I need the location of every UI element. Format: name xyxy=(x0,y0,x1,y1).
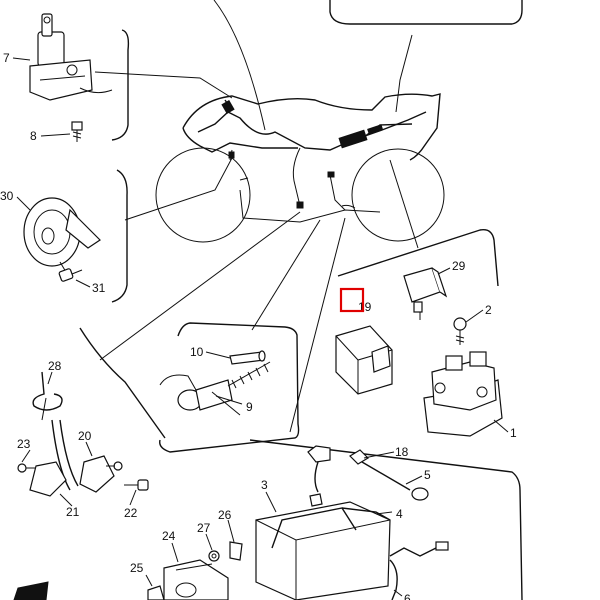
callout-3: 3 xyxy=(261,478,268,492)
ignition-switch xyxy=(29,13,113,101)
callout-25: 25 xyxy=(130,561,144,575)
callout-labels: 7 8 30 31 29 2 19 1 10 9 28 23 20 21 22 … xyxy=(0,51,517,600)
callout-1: 1 xyxy=(510,426,517,440)
bracket-25 xyxy=(147,585,165,600)
callout-31: 31 xyxy=(92,281,106,295)
clip-28 xyxy=(32,371,63,421)
callout-22: 22 xyxy=(124,506,138,520)
callout-4: 4 xyxy=(396,507,403,521)
bolt-8 xyxy=(71,121,83,142)
control-unit-19 xyxy=(335,325,393,395)
motorcycle-outline xyxy=(155,93,445,243)
callout-5: 5 xyxy=(424,468,431,482)
cable-5 xyxy=(361,461,429,501)
callout-2: 2 xyxy=(485,303,492,317)
callout-6: 6 xyxy=(404,592,411,600)
highlight-box xyxy=(339,287,365,313)
switch-9 xyxy=(159,361,271,416)
callout-21: 21 xyxy=(66,505,80,519)
callout-30: 30 xyxy=(0,189,14,203)
lead-wire-6 xyxy=(389,541,449,600)
callout-27: 27 xyxy=(197,521,211,535)
callout-18: 18 xyxy=(395,445,409,459)
bolt-22 xyxy=(124,479,149,491)
component-24 xyxy=(163,559,229,600)
screw-31 xyxy=(58,268,83,282)
small-parts xyxy=(208,541,243,562)
callout-10: 10 xyxy=(190,345,204,359)
bolt-2 xyxy=(453,317,467,345)
callout-leaders xyxy=(12,57,509,597)
callout-20: 20 xyxy=(78,429,92,443)
label-plate xyxy=(13,581,49,600)
horn xyxy=(23,197,101,273)
leader-lines xyxy=(94,0,419,433)
callout-23: 23 xyxy=(17,437,31,451)
starter-relay-1 xyxy=(423,351,503,437)
battery-strap-4 xyxy=(341,507,391,521)
relay-29 xyxy=(403,267,448,320)
callout-9: 9 xyxy=(246,400,253,414)
callout-29: 29 xyxy=(452,259,466,273)
callout-28: 28 xyxy=(48,359,62,373)
wiring-harness xyxy=(197,99,427,211)
callout-8: 8 xyxy=(30,129,37,143)
callout-26: 26 xyxy=(218,508,232,522)
bushing-10 xyxy=(229,350,266,365)
bracket-assembly xyxy=(17,419,123,497)
callout-7: 7 xyxy=(3,51,10,65)
battery-3 xyxy=(255,493,391,600)
fuse-holder-18 xyxy=(307,445,369,493)
callout-24: 24 xyxy=(162,529,176,543)
section-dividers xyxy=(79,0,523,600)
